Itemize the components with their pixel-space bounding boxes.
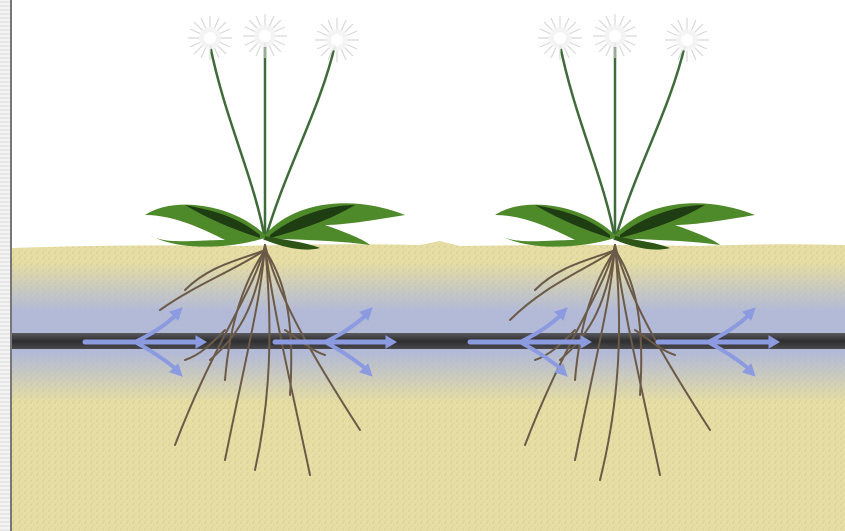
water-zone xyxy=(12,262,845,402)
